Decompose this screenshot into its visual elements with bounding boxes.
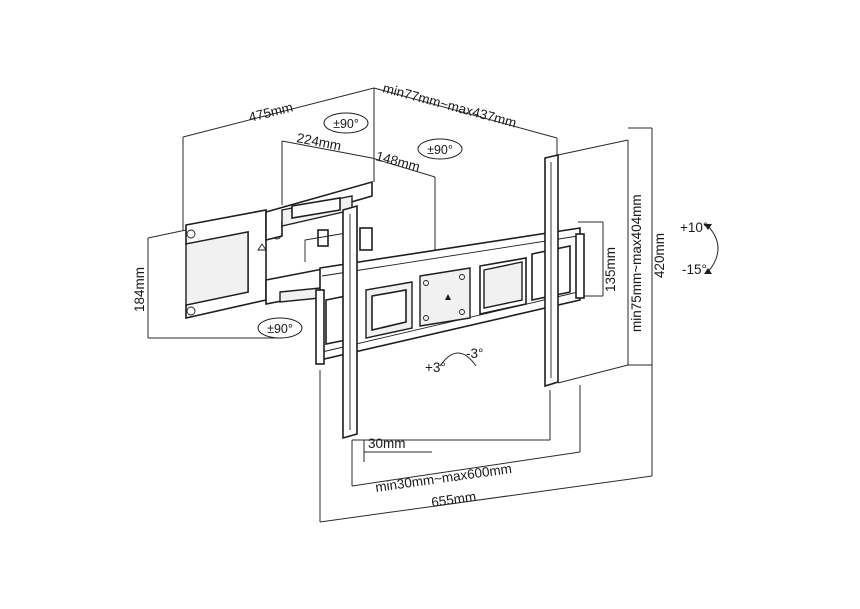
- arrow-up-icon: [704, 224, 712, 230]
- arrow-down-icon: [704, 268, 712, 274]
- rotation-bottom-label: ±90°: [267, 322, 293, 336]
- rotation-badge-arm: ±90°: [417, 138, 463, 160]
- dim-wall-plate-height: 184mm: [132, 267, 147, 312]
- tilt-down-label: -15°: [682, 262, 707, 277]
- vertical-rails: [342, 153, 559, 440]
- dimension-lines: [147, 87, 653, 523]
- dim-vesa-horizontal: min30mm~max600mm: [374, 461, 512, 495]
- dim-vesa-vertical: min75mm~max404mm: [629, 194, 644, 332]
- rotation-top-label: ±90°: [333, 117, 359, 131]
- dim-vesa-vertical-inner: 135mm: [603, 247, 618, 292]
- dim-bracket-height: 420mm: [652, 233, 667, 278]
- dim-arm-length-a: 224mm: [295, 130, 342, 153]
- rotation-badge-bottom: ±90°: [257, 317, 303, 339]
- dim-wall-plate-width: 475mm: [247, 99, 294, 124]
- level-minus-label: -3°: [466, 346, 483, 361]
- tv-bracket-frame: [315, 227, 585, 365]
- tilt-up-label: +10°: [680, 220, 708, 235]
- dim-vesa-offset: 30mm: [368, 436, 406, 451]
- dim-bracket-width: 655mm: [430, 489, 477, 510]
- dim-arm-extension: min77mm~max437mm: [381, 80, 518, 130]
- rotation-arm-label: ±90°: [427, 143, 453, 157]
- dim-arm-length-b: 148mm: [374, 148, 421, 174]
- tilt-indicator: +10° -15°: [680, 220, 719, 277]
- level-plus-label: +3°: [425, 360, 446, 375]
- level-indicator: +3° -3°: [425, 346, 483, 375]
- rotation-badge-top: ±90°: [323, 112, 369, 134]
